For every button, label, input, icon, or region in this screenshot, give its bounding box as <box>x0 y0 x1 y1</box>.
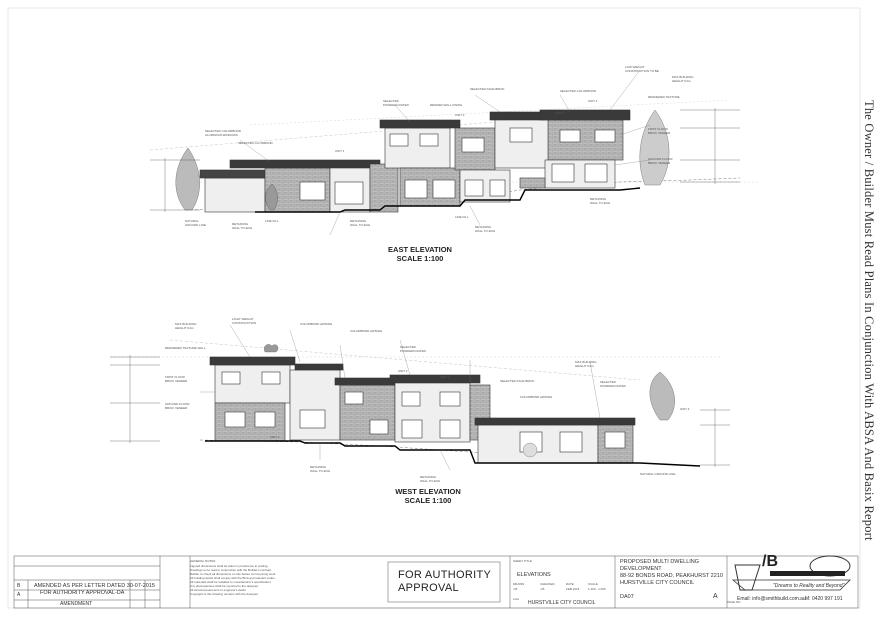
company-tagline: "Dreams to Reality and Beyond" <box>773 583 845 589</box>
west-elevation-caption: WEST ELEVATION SCALE 1:100 <box>378 487 478 505</box>
lga-council: HURSTVILLE CITY COUNCIL <box>528 600 596 606</box>
sheet-title: ELEVATIONS <box>517 572 551 578</box>
east-elevation-drawing <box>149 69 760 236</box>
svg-text:/B: /B <box>762 553 778 570</box>
company-email: Email: info@smithbuild.com.au <box>737 596 806 602</box>
company-phone: M: 0420 997 191 <box>805 596 843 602</box>
side-note-text: The Owner / Builder Must Read Plans In C… <box>862 100 876 541</box>
east-elevation-title: EAST ELEVATION <box>388 245 452 254</box>
east-elevation-caption: EAST ELEVATION SCALE 1:100 <box>370 245 470 263</box>
project-line-4: HURSTVILLE CITY COUNCIL <box>620 580 695 586</box>
revision: A <box>713 593 718 600</box>
project-line-2: DEVELOPMENT <box>620 566 662 572</box>
west-elevation-drawing <box>110 324 730 471</box>
title-block <box>13 555 859 609</box>
drawing-number: DA07 <box>620 594 634 600</box>
company-logo: /B <box>731 553 851 591</box>
west-elevation-scale: SCALE 1:100 <box>404 496 452 505</box>
east-elevation-scale: SCALE 1:100 <box>396 254 444 263</box>
amendment-row-a: A <box>17 592 21 598</box>
side-note: The Owner / Builder Must Read Plans In C… <box>858 100 878 600</box>
project-line-3: 88-92 BONDS ROAD, PEAKHURST 2210 <box>620 573 723 579</box>
amendment-header: AMENDMENT <box>60 601 93 607</box>
amendment-text-1: AMENDED AS PER LETTER DATED 30-07-2015 <box>34 583 155 589</box>
amendment-text-2: FOR AUTHORITY APPROVAL-DA <box>40 590 125 596</box>
project-details: PROPOSED MULTI DWELLING DEVELOPMENT 88-9… <box>620 559 724 587</box>
project-line-1: PROPOSED MULTI DWELLING <box>620 559 700 565</box>
amendment-row-b: B <box>17 583 21 589</box>
status-stamp: FOR AUTHORITY APPROVAL <box>398 569 491 594</box>
west-elevation-title: WEST ELEVATION <box>395 487 461 496</box>
